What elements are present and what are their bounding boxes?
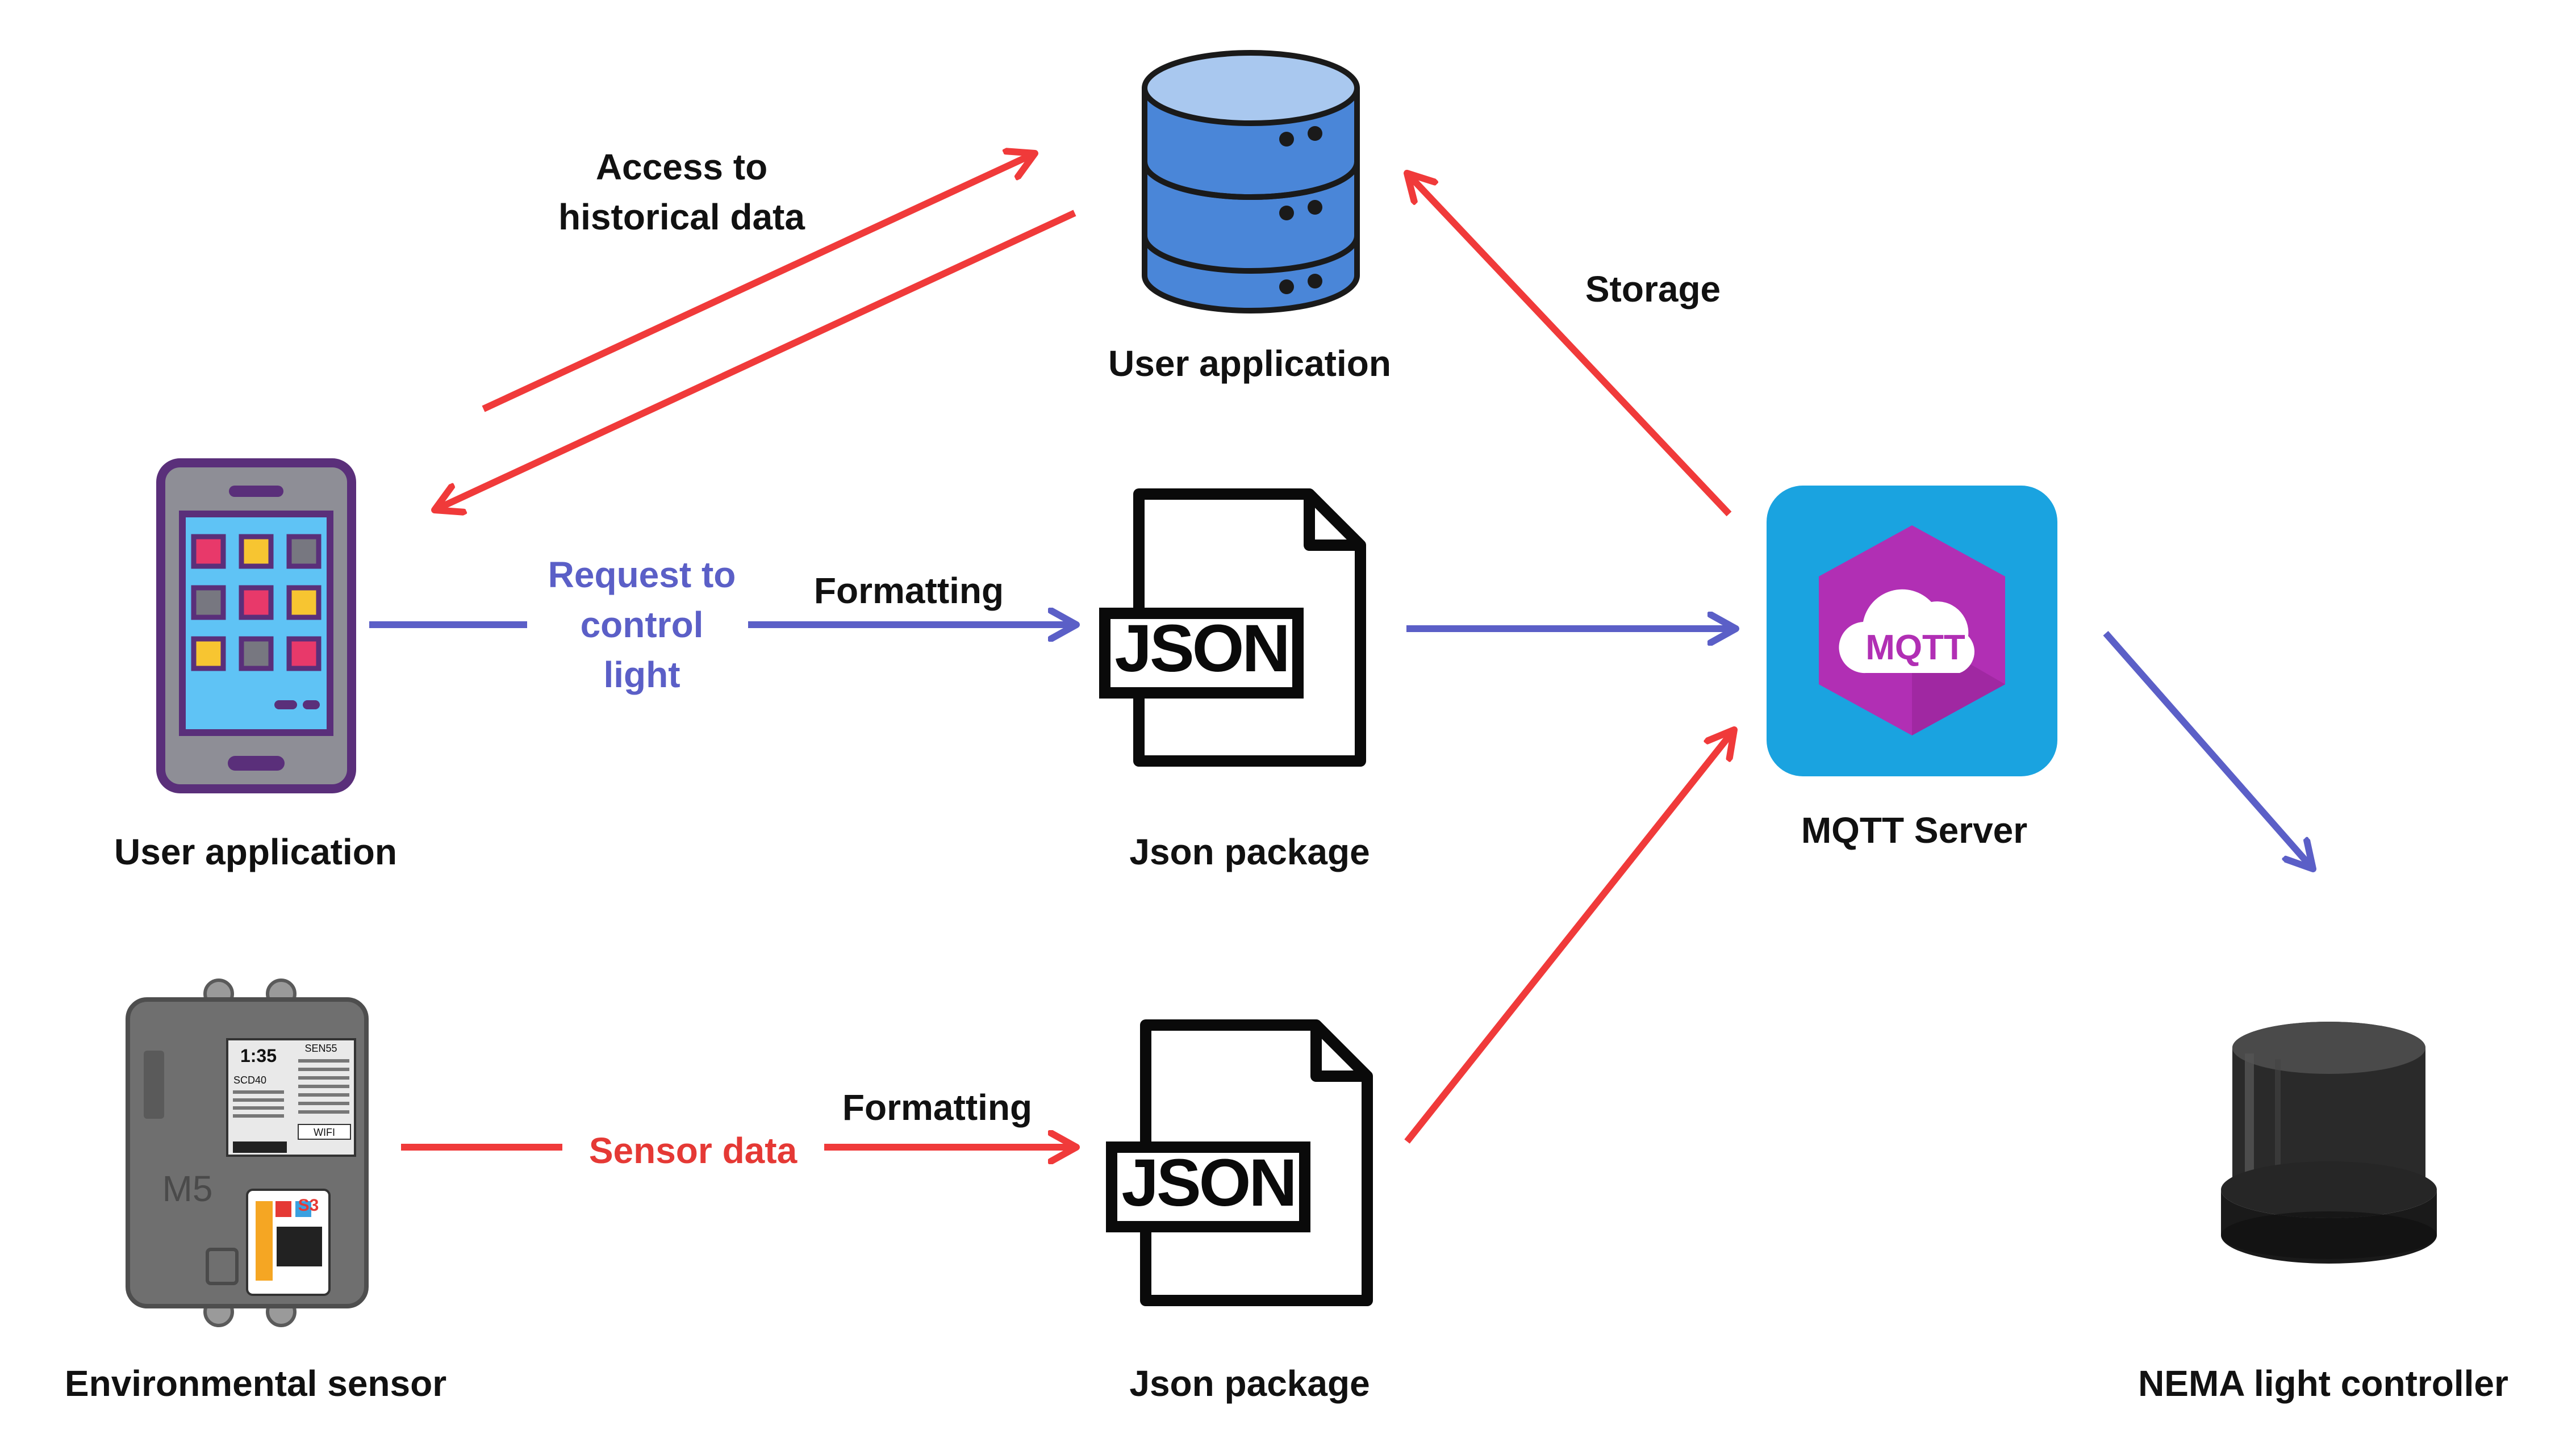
sensor-wifi: WIFI: [314, 1127, 335, 1138]
sensor-chip-label: S3: [298, 1196, 319, 1215]
caption-env-sensor: Environmental sensor: [64, 1363, 447, 1404]
mqtt-server-icon: MQTT: [1767, 486, 2057, 776]
arrow-mqtt-to-nema: [2103, 631, 2313, 869]
label-formatting-bottom: Formatting: [842, 1087, 1033, 1128]
caption-database: User application: [1108, 343, 1391, 384]
caption-nema: NEMA light controller: [2138, 1363, 2508, 1404]
label-access-history: Access to historical data: [558, 147, 805, 237]
caption-json-top: Json package: [1129, 831, 1370, 872]
json-label-bottom: JSON: [1121, 1145, 1295, 1220]
arrow-phone-to-db: [482, 153, 1035, 412]
arrows: [369, 153, 2313, 1147]
json-file-icon-bottom: JSON: [1106, 1019, 1373, 1306]
label-sensor-data: Sensor data: [588, 1130, 798, 1171]
database-icon: [1142, 50, 1360, 313]
phone-icon: [156, 458, 356, 793]
sensor-module: SCD40: [233, 1074, 266, 1086]
label-storage: Storage: [1585, 269, 1721, 310]
arrow-db-to-phone: [435, 210, 1076, 510]
caption-json-bottom: Json package: [1129, 1363, 1370, 1404]
json-file-icon-top: JSON: [1099, 488, 1366, 767]
caption-mqtt: MQTT Server: [1801, 810, 2028, 851]
json-label-top: JSON: [1114, 611, 1288, 686]
caption-phone: User application: [114, 831, 397, 872]
sensor-device-icon: 1:35 SEN55 SCD40 WIFI M5 S3: [126, 979, 369, 1327]
nema-light-icon: [2221, 1022, 2437, 1264]
label-request-control: Request to control light: [548, 554, 736, 695]
sensor-brand: M5: [162, 1168, 213, 1209]
arrow-mqtt-to-db: [1407, 173, 1732, 517]
sensor-time: 1:35: [240, 1046, 277, 1066]
label-formatting-top: Formatting: [813, 570, 1004, 611]
arrow-json-to-mqtt-bottom: [1404, 730, 1734, 1144]
sensor-panel-title: SEN55: [304, 1043, 337, 1054]
mqtt-label: MQTT: [1865, 628, 1965, 667]
